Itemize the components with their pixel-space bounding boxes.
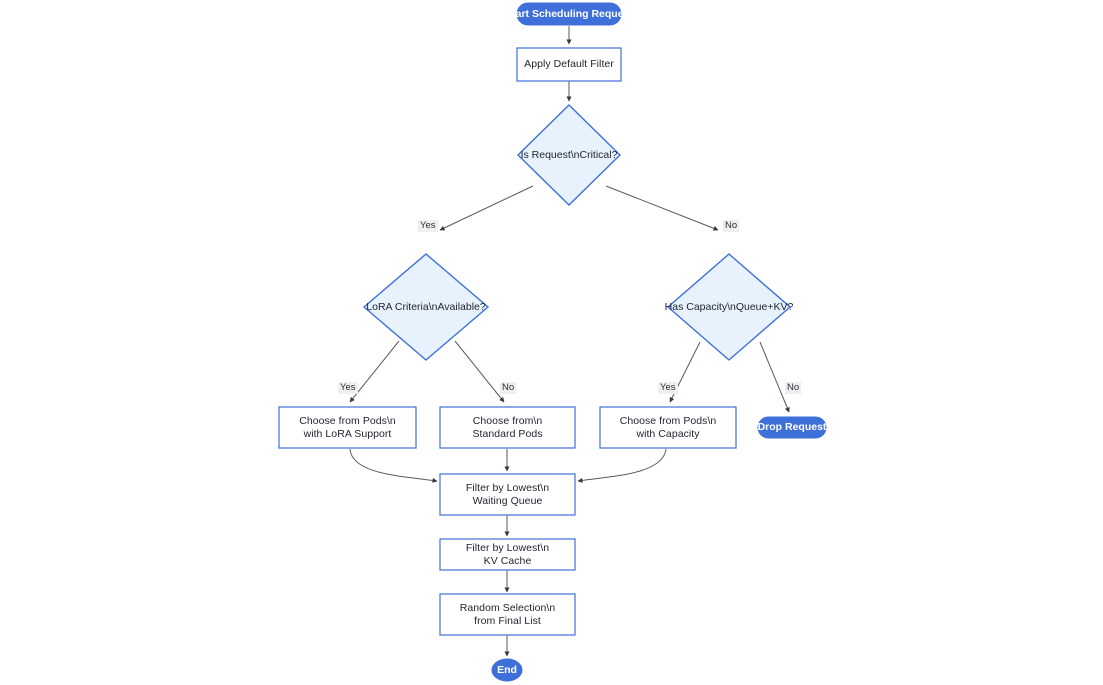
node-apply-default-filter[interactable] (516, 47, 622, 82)
node-start[interactable] (516, 2, 622, 26)
edge-label-capacity-yes: Yes (658, 382, 678, 394)
edge-label-critical-yes: Yes (418, 220, 438, 232)
edge-lora-stdpods (454, 340, 505, 403)
edge-label-critical-no: No (723, 220, 740, 232)
node-choose-lora-pods[interactable] (278, 406, 417, 449)
node-choose-capacity-pods[interactable] (599, 406, 737, 449)
node-drop-request[interactable] (757, 416, 827, 439)
nodes-layer (278, 2, 827, 682)
edge-lora-lorapods (349, 340, 400, 403)
node-is-request-critical[interactable] (517, 104, 621, 206)
node-end[interactable] (491, 658, 523, 682)
edge-label-capacity-no: No (785, 382, 802, 394)
edge-capacity-drop (759, 341, 790, 413)
node-choose-standard-pods[interactable] (439, 406, 576, 449)
edge-cappods-filterqueue (577, 448, 667, 483)
edge-label-lora-no: No (500, 382, 517, 394)
edges-layer (349, 26, 790, 657)
node-random-selection[interactable] (439, 593, 576, 636)
node-has-capacity-queue-kv[interactable] (666, 253, 792, 361)
node-lora-criteria-available[interactable] (362, 253, 490, 361)
node-filter-waiting-queue[interactable] (439, 473, 576, 516)
edge-lorapods-filterqueue (349, 448, 438, 483)
edge-critical-lora (439, 185, 534, 231)
node-filter-kv-cache[interactable] (439, 538, 576, 571)
edge-critical-capacity (605, 185, 719, 231)
edge-label-lora-yes: Yes (338, 382, 358, 394)
